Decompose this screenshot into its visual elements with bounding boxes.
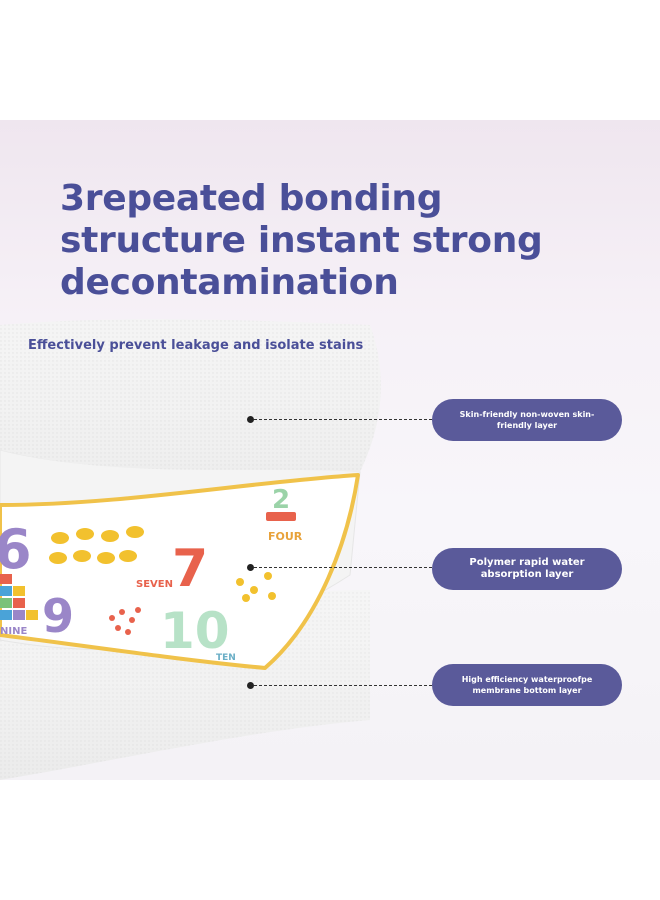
label-bottom-layer-text: High efficiency waterproofpe membrane bo… — [461, 675, 593, 695]
layered-pad-illustration: 6 7 SEVEN FOUR 2 9 — [0, 319, 381, 780]
duck-prints — [49, 526, 144, 564]
heart-prints — [109, 607, 141, 635]
callout-dot-middle-layer — [247, 564, 254, 571]
printed-sheet-edge — [0, 473, 360, 670]
top-nonwoven-layer — [0, 319, 381, 472]
star-prints — [236, 572, 276, 602]
middle-absorption-layer — [0, 449, 361, 670]
seven-print: SEVEN — [136, 579, 173, 590]
headline-line-2: structure instant strong — [60, 220, 543, 261]
callout-line-top-layer — [254, 419, 432, 420]
callout-line-bottom-layer — [254, 685, 432, 686]
label-middle-layer-text: Polymer rapid water absorption layer — [469, 557, 585, 580]
subheadline: Effectively prevent leakage and isolate … — [28, 338, 364, 353]
number-7-print: 7 — [172, 539, 208, 599]
callout-line-middle-layer — [254, 567, 432, 568]
ten-print: TEN — [216, 653, 236, 663]
callout-dot-bottom-layer — [247, 682, 254, 689]
number-10-print: 10 — [160, 602, 230, 660]
headline-line-3: decontamination — [60, 262, 399, 303]
label-top-layer-text: Skin-friendly non-woven skin-friendly la… — [459, 410, 595, 430]
product-poster: 6 7 SEVEN FOUR 2 9 — [0, 120, 660, 780]
number-9-print: 9 — [42, 589, 74, 643]
label-middle-layer: Polymer rapid water absorption layer — [432, 548, 622, 590]
headline: 3repeated bonding structure instant stro… — [60, 178, 580, 304]
label-bottom-layer: High efficiency waterproofpe membrane bo… — [432, 664, 622, 706]
block-prints — [0, 574, 38, 620]
printed-graphics: 6 7 SEVEN FOUR 2 9 — [0, 485, 303, 663]
number-6-print: 6 — [0, 518, 32, 581]
callout-dot-top-layer — [247, 416, 254, 423]
four-print: FOUR — [268, 530, 303, 543]
nine-print: NINE — [0, 626, 27, 637]
headline-line-1: 3repeated bonding — [60, 178, 443, 219]
label-top-layer: Skin-friendly non-woven skin-friendly la… — [432, 399, 622, 441]
number-2-print: 2 — [272, 485, 290, 515]
